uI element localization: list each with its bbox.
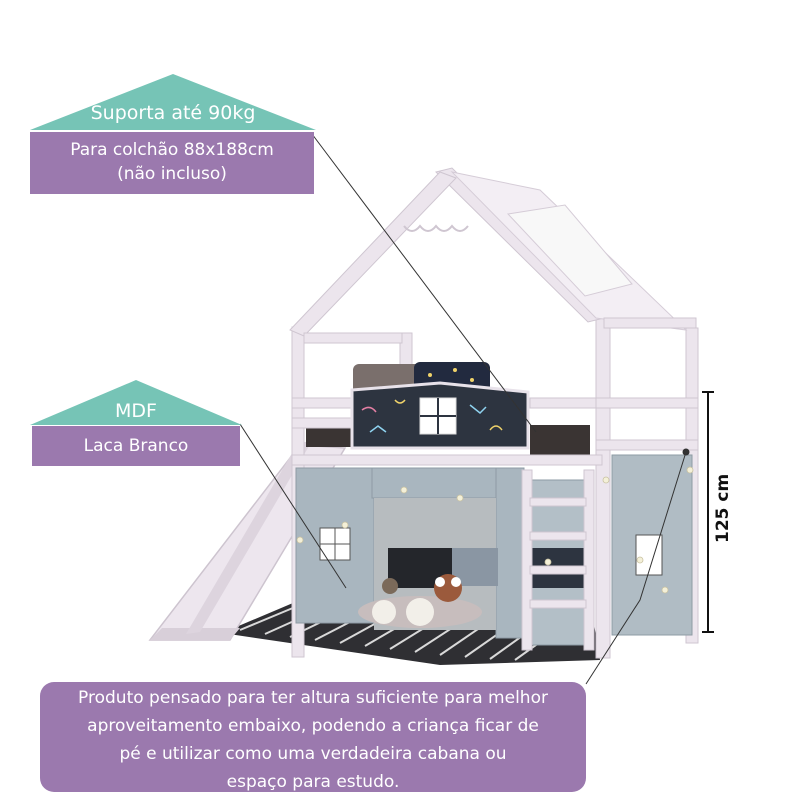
badge-mid-roof: MDF [30, 380, 242, 425]
badge-top-box: Para colchão 88x188cm (não incluso) [30, 132, 314, 194]
description-line2: aproveitamento embaixo, podendo a crianç… [87, 716, 539, 736]
ladder [521, 469, 595, 651]
height-dimension-label: 125 cm [713, 473, 733, 543]
badge-top-line1: Para colchão 88x188cm [70, 140, 274, 160]
description-line4: espaço para estudo. [226, 772, 400, 792]
house-roof [289, 167, 697, 344]
height-dimension-line [702, 391, 714, 633]
description-box: Produto pensado para ter altura suficien… [40, 682, 586, 792]
plush-toys [372, 574, 462, 626]
badge-top-line2: (não incluso) [117, 164, 227, 184]
badge-mid-title: MDF [115, 400, 157, 422]
chalkboard-panel [350, 381, 530, 450]
badge-top-roof: Suporta até 90kg [30, 74, 316, 130]
description-line3: pé e utilizar como uma verdadeira cabana… [119, 744, 507, 764]
badge-mid-line1: Laca Branco [83, 436, 189, 456]
badge-mid-box: Laca Branco [32, 426, 240, 466]
description-line1: Produto pensado para ter altura suficien… [78, 688, 548, 708]
badge-top-title: Suporta até 90kg [90, 102, 256, 124]
tent-fabric [295, 454, 693, 646]
leader-lines [239, 133, 690, 685]
